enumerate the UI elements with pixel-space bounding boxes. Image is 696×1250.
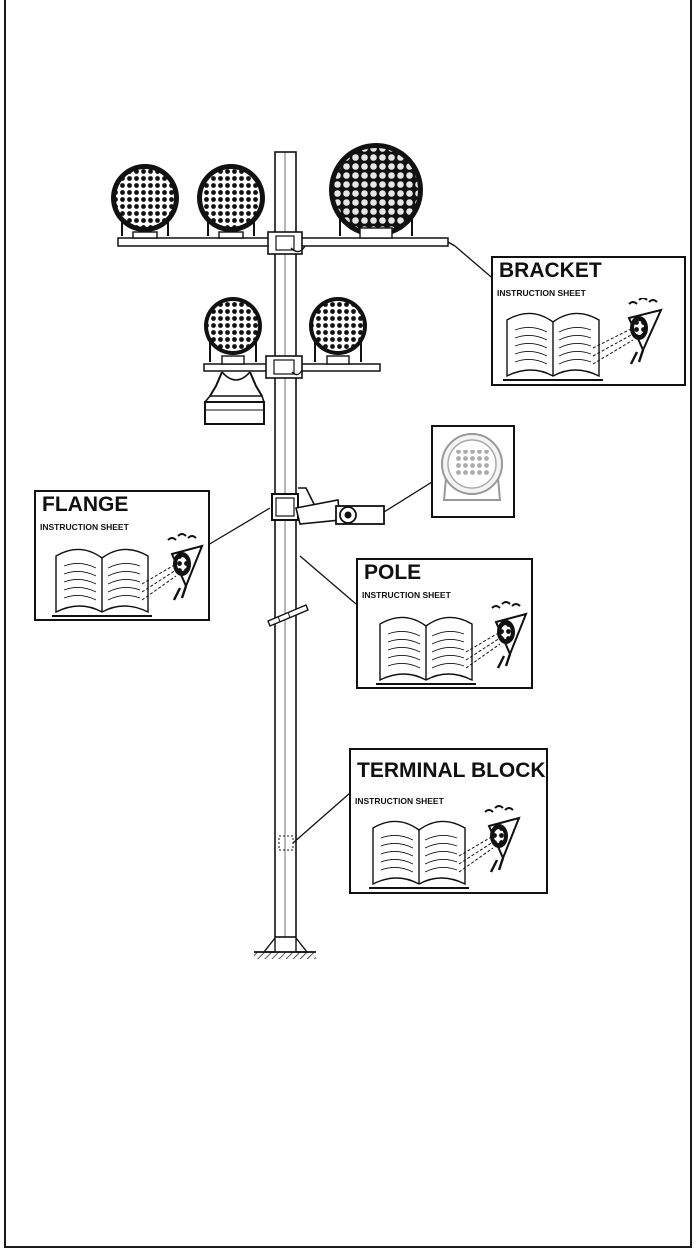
- callout-subtitle: INSTRUCTION SHEET: [497, 288, 586, 298]
- lower-floodlight-1: [204, 297, 262, 365]
- terminal-block-callout: TERMINAL BLOCK INSTRUCTION SHEET: [349, 748, 548, 894]
- fixture-inset: [431, 425, 515, 518]
- flange-bracket: [271, 487, 385, 525]
- book-and-eye-icon: [52, 533, 204, 617]
- callout-title: TERMINAL BLOCK: [357, 759, 546, 782]
- pole: [274, 151, 297, 938]
- callout-title: FLANGE: [42, 493, 129, 516]
- callout-subtitle: INSTRUCTION SHEET: [362, 590, 451, 600]
- callout-subtitle: INSTRUCTION SHEET: [355, 796, 444, 806]
- book-and-eye-icon: [503, 298, 663, 381]
- callout-subtitle: INSTRUCTION SHEET: [40, 522, 129, 532]
- upper-floodlight-1: [111, 164, 179, 239]
- pole-base: [254, 935, 316, 959]
- lower-crossarm: [203, 355, 381, 379]
- callout-title: BRACKET: [499, 259, 602, 282]
- lower-floodlight-2: [309, 297, 367, 365]
- page-frame: [4, 0, 692, 1248]
- bracket-callout: BRACKET INSTRUCTION SHEET: [491, 256, 686, 386]
- leader-lines: [207, 245, 505, 844]
- book-and-eye-icon: [376, 601, 528, 685]
- upper-floodlight-large: [329, 143, 423, 239]
- pole-callout: POLE INSTRUCTION SHEET: [356, 558, 533, 689]
- pole-clamp: [267, 604, 309, 627]
- flange-callout: FLANGE INSTRUCTION SHEET: [34, 490, 210, 621]
- book-and-eye-icon: [369, 805, 521, 889]
- hanging-fixture: [204, 371, 265, 425]
- callout-title: POLE: [364, 561, 422, 584]
- upper-floodlight-2: [197, 164, 265, 239]
- upper-crossarm: [117, 231, 456, 255]
